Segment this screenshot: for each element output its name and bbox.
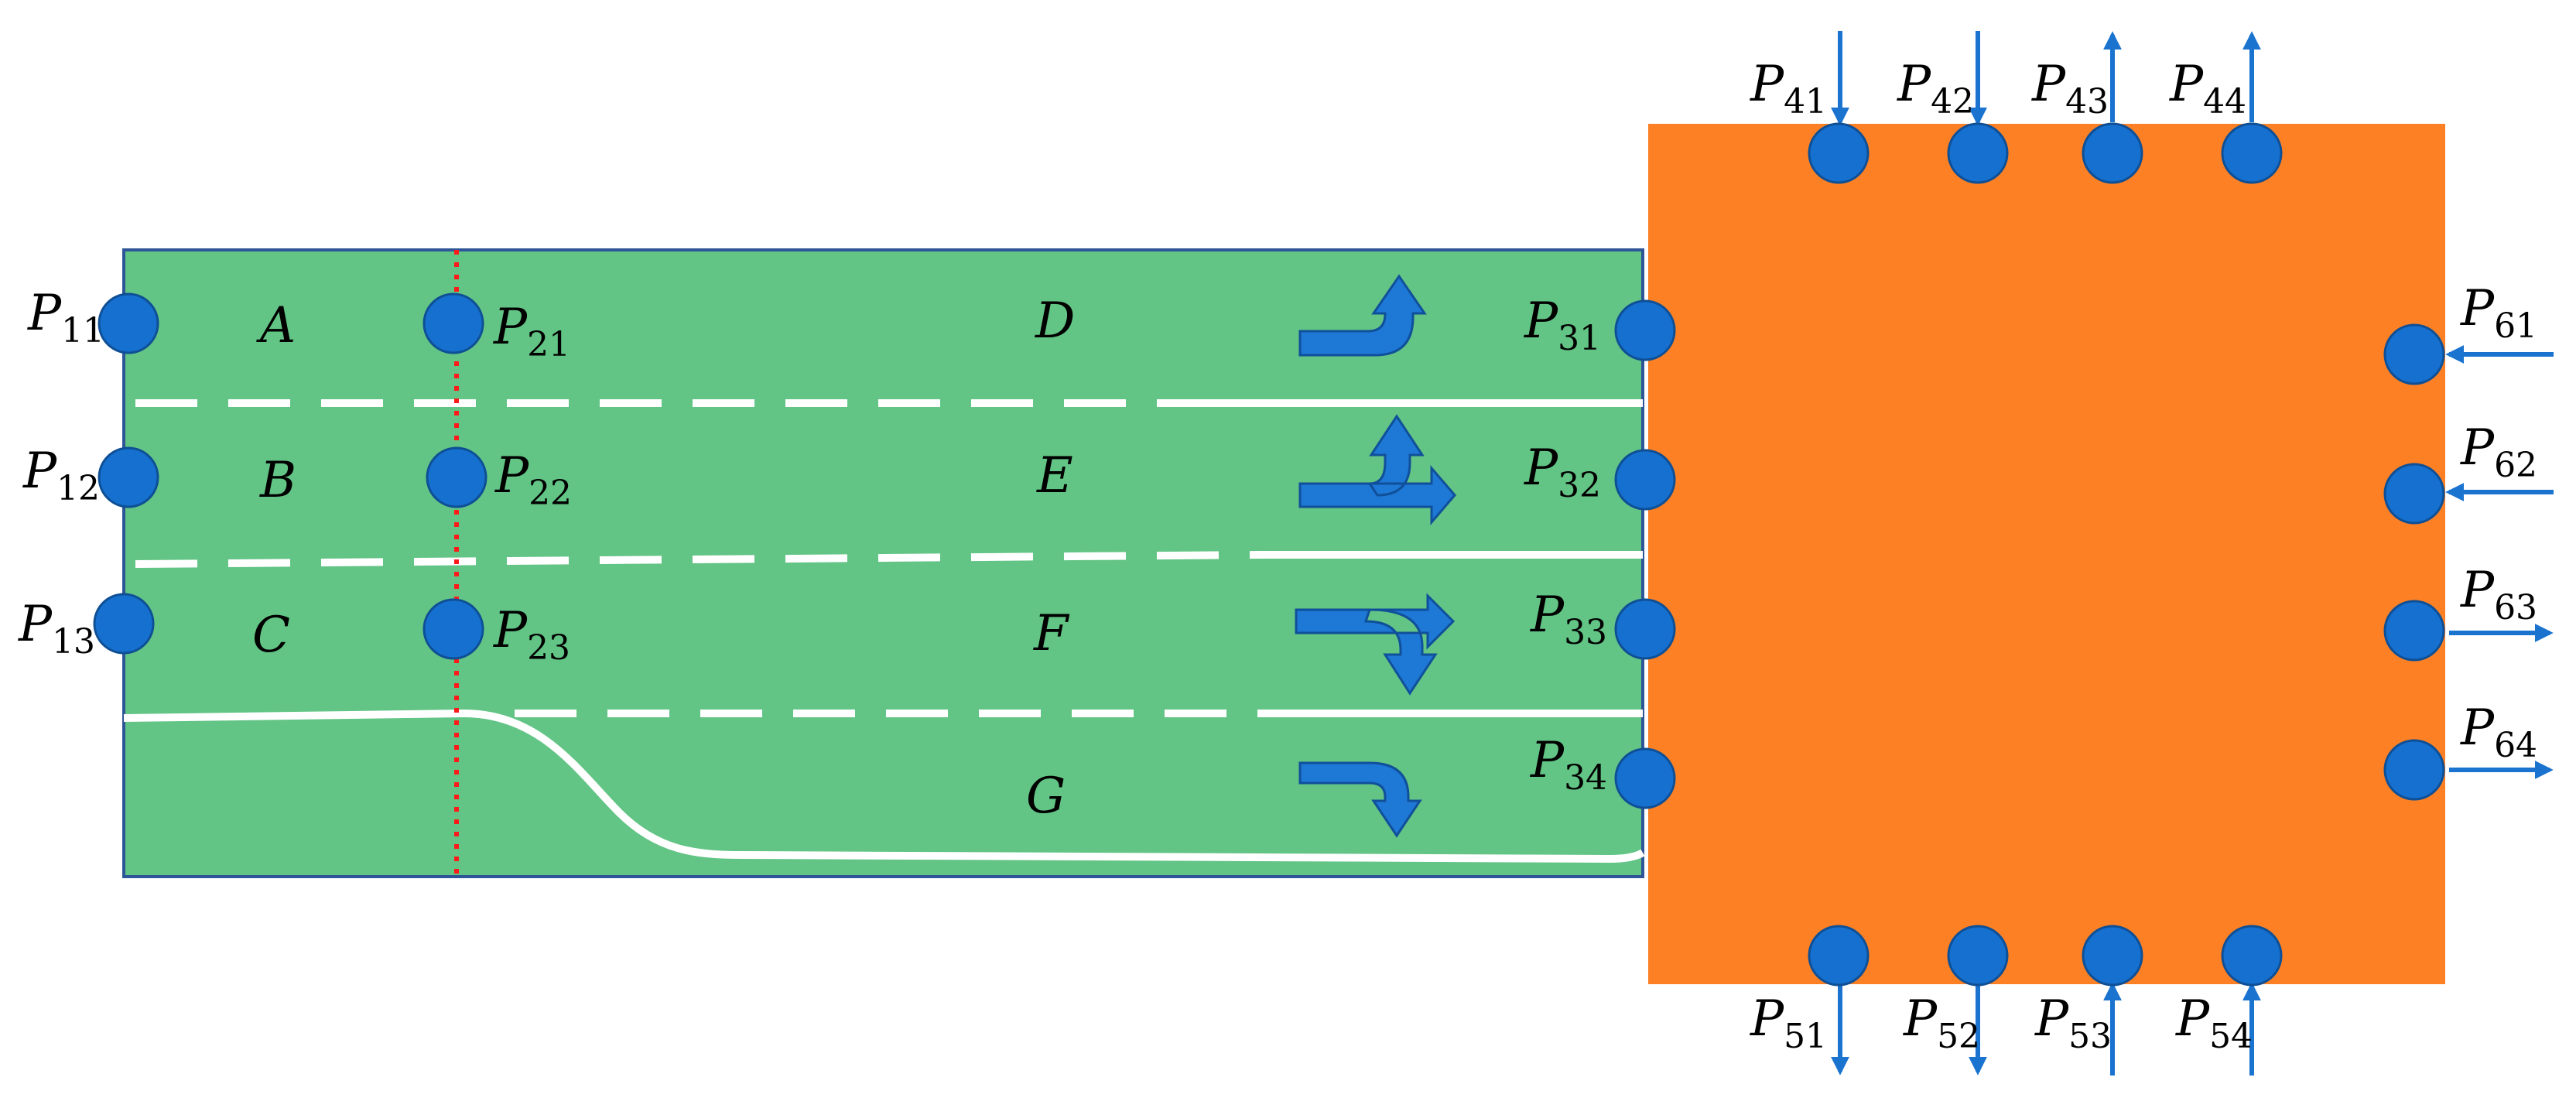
node-P64[interactable] — [2383, 739, 2445, 801]
node-P22[interactable] — [426, 446, 487, 508]
label-P31: P31 — [1524, 292, 1601, 358]
flow-arrows — [1831, 31, 2554, 1076]
lane-divider-2-dashed — [135, 551, 1262, 568]
node-P53[interactable] — [2082, 925, 2143, 987]
nodes — [93, 122, 2445, 987]
lane-markings — [123, 399, 1645, 863]
node-P12[interactable] — [97, 446, 159, 508]
right-turn-arrow-icon — [1298, 761, 1422, 838]
label-P42: P42 — [1897, 56, 1974, 121]
lane-label-D: D — [1035, 292, 1075, 350]
label-P21: P21 — [493, 299, 570, 364]
label-P54: P54 — [2175, 990, 2253, 1056]
lane-labels: A B C D E F G — [252, 292, 1075, 825]
intersection-area — [1648, 124, 2445, 984]
node-P42[interactable] — [1947, 122, 2009, 184]
road-edge-curve — [123, 709, 1645, 863]
lane-label-C: C — [252, 607, 290, 664]
label-P51: P51 — [1750, 990, 1827, 1056]
label-P12: P12 — [22, 443, 100, 508]
node-P34[interactable] — [1614, 747, 1676, 809]
lane-G-arrow — [1298, 761, 1422, 838]
label-P43: P43 — [2031, 56, 2109, 121]
label-P23: P23 — [493, 602, 570, 668]
lane-D-arrow — [1298, 274, 1427, 357]
node-P41[interactable] — [1808, 122, 1870, 184]
node-P13[interactable] — [93, 593, 155, 655]
node-P11[interactable] — [97, 292, 159, 354]
node-P43[interactable] — [2082, 122, 2143, 184]
node-P52[interactable] — [1947, 925, 2009, 987]
node-P32[interactable] — [1614, 449, 1676, 511]
node-P54[interactable] — [2221, 925, 2283, 987]
label-P33: P33 — [1530, 586, 1607, 652]
label-P63: P63 — [2460, 562, 2537, 628]
node-P44[interactable] — [2221, 122, 2283, 184]
lane-label-F: F — [1033, 605, 1070, 662]
node-P61[interactable] — [2383, 323, 2445, 385]
label-P32: P32 — [1524, 439, 1601, 505]
left-turn-arrow-icon — [1298, 274, 1427, 357]
label-P34: P34 — [1530, 732, 1607, 798]
label-P11: P11 — [27, 285, 104, 351]
node-P31[interactable] — [1614, 299, 1676, 361]
lane-label-G: G — [1026, 768, 1066, 825]
label-P41: P41 — [1750, 56, 1827, 121]
node-P51[interactable] — [1808, 925, 1870, 987]
label-P61: P61 — [2460, 280, 2537, 346]
node-P33[interactable] — [1614, 598, 1676, 660]
lane-F-arrow — [1295, 593, 1456, 696]
node-P21[interactable] — [422, 292, 484, 354]
node-P62[interactable] — [2383, 463, 2445, 525]
node-P63[interactable] — [2383, 600, 2445, 662]
label-P62: P62 — [2460, 419, 2537, 485]
lane-label-A: A — [256, 297, 296, 354]
label-P64: P64 — [2460, 699, 2537, 765]
label-P22: P22 — [494, 447, 572, 513]
label-P52: P52 — [1903, 990, 1980, 1056]
straight-and-left-arrow-icon — [1298, 414, 1456, 526]
straight-and-right-arrow-icon — [1295, 593, 1456, 696]
label-P13: P13 — [18, 596, 95, 662]
lane-label-E: E — [1036, 447, 1073, 504]
node-P23[interactable] — [422, 598, 484, 660]
label-P44: P44 — [2169, 56, 2246, 121]
label-P53: P53 — [2034, 990, 2112, 1056]
lane-E-arrow — [1298, 414, 1456, 526]
node-labels: P11 P12 P13 P21 P22 P23 P31 P32 P33 P34 … — [18, 56, 2537, 1056]
lane-label-B: B — [259, 452, 296, 509]
